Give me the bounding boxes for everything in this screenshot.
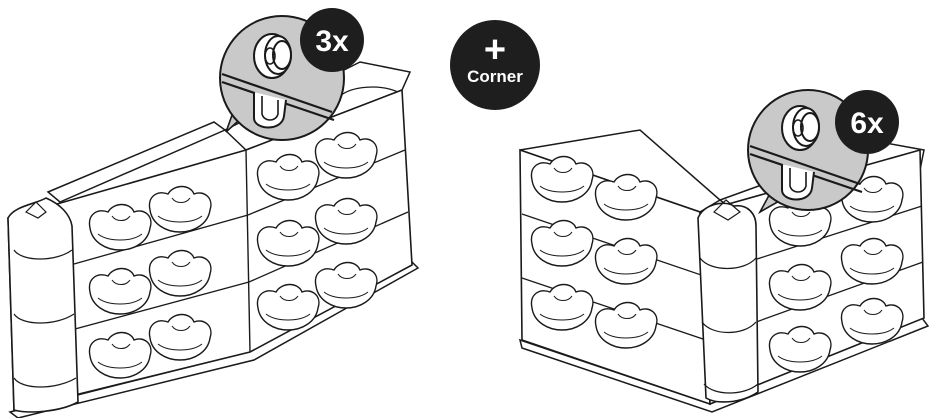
corner-label: Corner <box>467 67 523 86</box>
quantity-badge-straight: 3x <box>300 8 364 72</box>
spacer-ring-icon <box>253 33 292 79</box>
plus-corner-badge: + Corner <box>450 20 540 110</box>
quantity-badge-corner: 6x <box>835 90 899 154</box>
plus-icon: + <box>484 29 506 71</box>
end-cap <box>7 197 79 413</box>
straight-wall-assembly <box>7 61 420 418</box>
badge-3x-label: 3x <box>315 25 349 58</box>
corner-wall-assembly <box>518 129 930 413</box>
badge-6x-label: 6x <box>850 107 884 140</box>
spacer-ring-icon <box>781 105 820 151</box>
corner-column <box>697 202 759 403</box>
